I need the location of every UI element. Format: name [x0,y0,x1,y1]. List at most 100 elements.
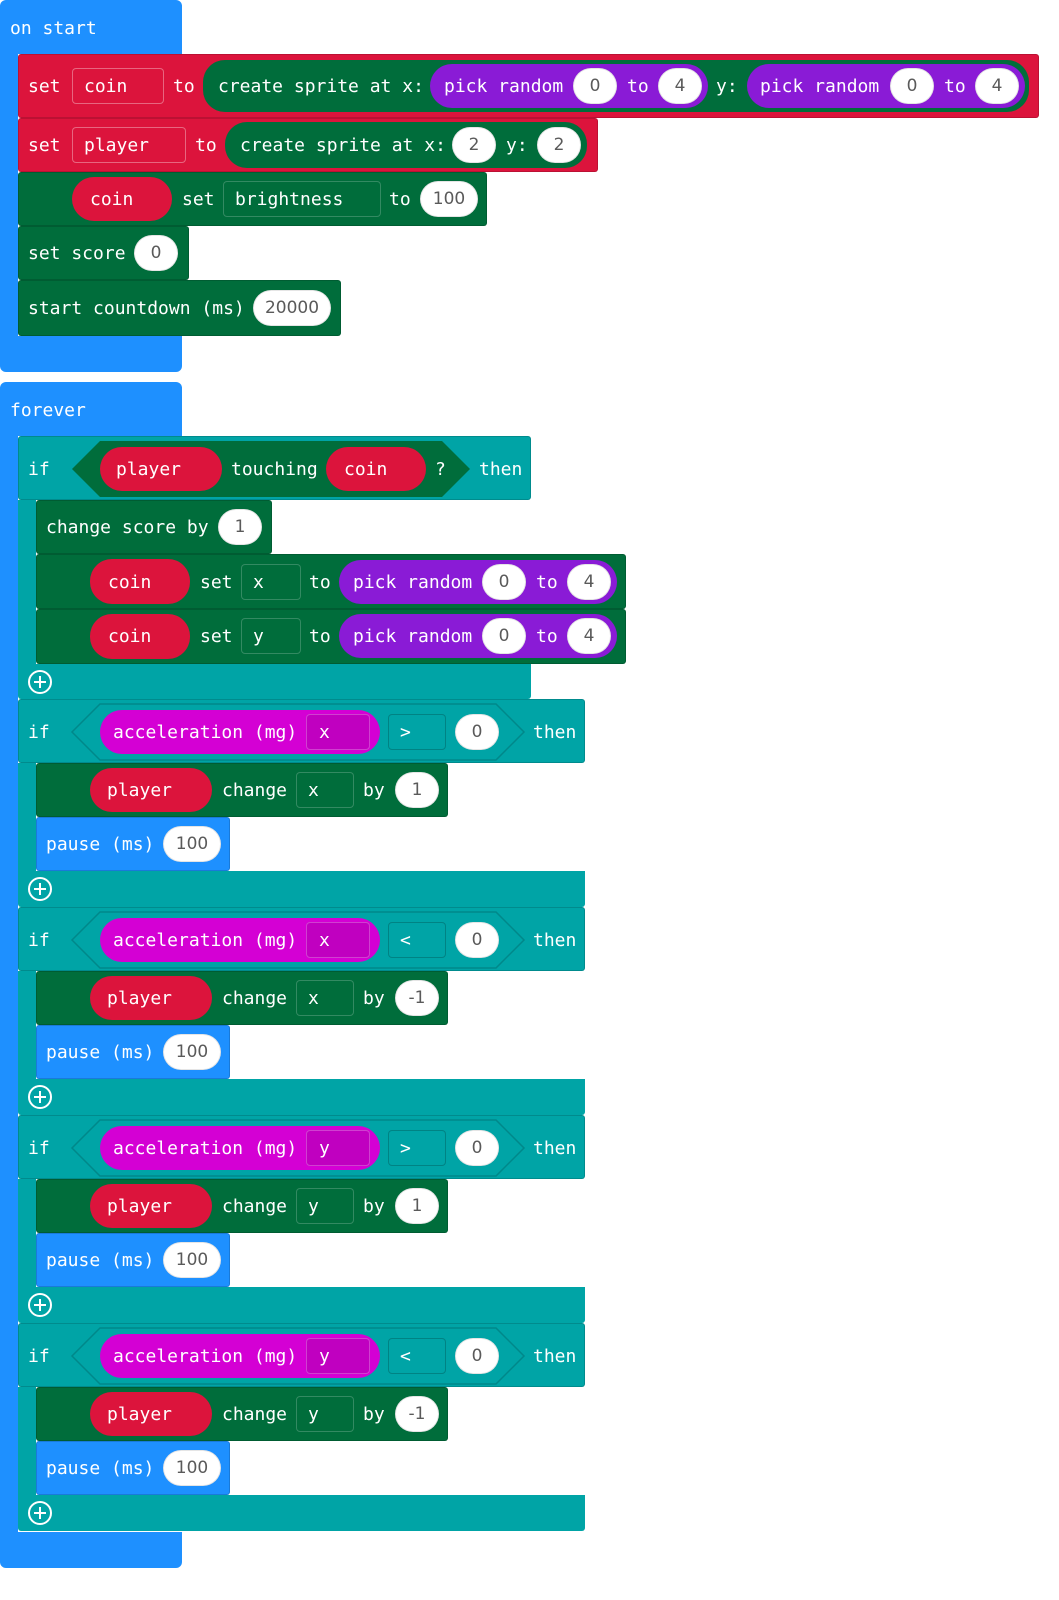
sprite-property-dropdown[interactable] [296,1188,354,1224]
acceleration-axis-dropdown[interactable] [306,1130,370,1166]
sprite-change-by-label: by [363,1404,385,1425]
comparison-operator-dropdown[interactable] [388,922,446,958]
comparison-value-input[interactable]: 0 [455,714,499,750]
sprite-change-by-label: by [363,988,385,1009]
change-delta-input[interactable]: -1 [395,1396,439,1432]
comparison-operator-dropdown[interactable] [388,714,446,750]
pick-random-to-label: to [536,626,558,647]
pick-random-from-input[interactable]: 0 [482,564,526,600]
sprite-property-dropdown[interactable] [296,980,354,1016]
coin-sprite-variable[interactable] [326,447,426,491]
change-delta-input[interactable]: 1 [395,772,439,808]
sprite-property-name: y [308,1196,319,1217]
touching-coin-label: coin [344,459,388,480]
coin-sprite-variable[interactable] [90,559,190,604]
if-acceleration-rail [18,1387,36,1495]
acceleration-axis-dropdown[interactable] [306,714,370,750]
pick-random-y-to-input[interactable]: 4 [975,68,1019,104]
then-label: then [479,459,523,480]
plus-circle-icon[interactable] [28,1501,52,1525]
then-label: then [533,930,577,951]
create-sprite-block-player[interactable] [225,122,587,168]
create-sprite-x-input[interactable]: 2 [452,127,496,163]
start-countdown-label: start countdown (ms) [28,298,245,319]
coin-sprite-variable[interactable] [90,614,190,659]
countdown-value-input[interactable]: 20000 [253,290,331,326]
sprite-property-name: y [308,1404,319,1425]
sprite-property-dropdown[interactable] [296,772,354,808]
comparison-operator: < [400,1346,411,1367]
on-start-block[interactable] [0,0,182,54]
comparison-value-input[interactable]: 0 [455,922,499,958]
pause-value-input[interactable]: 100 [163,1450,221,1486]
touching-player-label: player [116,459,182,480]
plus-circle-icon[interactable] [28,670,52,694]
comparison-operator-dropdown[interactable] [388,1130,446,1166]
pick-random-y-from-input[interactable]: 0 [890,68,934,104]
coin-sprite-variable[interactable] [72,177,172,221]
pick-random-from-input[interactable]: 0 [482,618,526,654]
if-label: if [28,1346,50,1367]
sprite-property-dropdown[interactable] [296,1396,354,1432]
sprite-change-label: change [222,1196,288,1217]
acceleration-label: acceleration (mg) [113,722,298,743]
sprite-change-label: change [222,1404,288,1425]
forever-block[interactable] [0,382,182,436]
pause-value-input[interactable]: 100 [163,1034,221,1070]
if-acceleration-rail [18,763,36,871]
sprite-property-dropdown[interactable] [241,564,301,600]
sprite-change-by-label: by [363,1196,385,1217]
then-label: then [533,1346,577,1367]
player-sprite-variable[interactable] [100,447,222,491]
player-sprite-variable[interactable] [90,976,212,1020]
on-start-body-rail [0,54,18,336]
comparison-operator: > [400,722,411,743]
plus-circle-icon[interactable] [28,1293,52,1317]
comparison-value-input[interactable]: 0 [455,1130,499,1166]
if-label: if [28,1138,50,1159]
touching-question-mark: ? [435,459,446,480]
pick-random-to-input[interactable]: 4 [567,618,611,654]
sprite-property-dropdown[interactable] [241,618,301,654]
player-variable-name: player [84,135,150,156]
sprite-property-name: x [308,988,319,1009]
acceleration-axis-name: y [319,1346,330,1367]
set-player-set-label: set [28,135,61,156]
acceleration-axis-dropdown[interactable] [306,922,370,958]
pause-label: pause (ms) [46,1250,155,1271]
if-acceleration-rail [18,971,36,1079]
change-delta-input[interactable]: -1 [395,980,439,1016]
sprite-set-label: set [182,189,215,210]
plus-circle-icon[interactable] [28,877,52,901]
pause-value-input[interactable]: 100 [163,1242,221,1278]
pick-random-label: pick random [444,76,564,97]
comparison-operator-dropdown[interactable] [388,1338,446,1374]
brightness-value-input[interactable]: 100 [420,181,478,217]
set-score-value-input[interactable]: 0 [134,235,178,271]
create-sprite-y-label: y: [506,135,528,156]
plus-circle-icon[interactable] [28,1085,52,1109]
comparison-operator: < [400,930,411,951]
if-acceleration-rail [18,1179,36,1287]
coin-variable-dropdown[interactable] [72,68,164,104]
acceleration-axis-dropdown[interactable] [306,1338,370,1374]
player-variable-dropdown[interactable] [72,127,186,163]
pick-random-x-from-input[interactable]: 0 [573,68,617,104]
change-delta-input[interactable]: 1 [395,1188,439,1224]
pick-random-to-input[interactable]: 4 [567,564,611,600]
pause-value-input[interactable]: 100 [163,826,221,862]
player-sprite-variable[interactable] [90,1184,212,1228]
pause-label: pause (ms) [46,1458,155,1479]
create-sprite-y-input[interactable]: 2 [537,127,581,163]
player-sprite-variable[interactable] [90,768,212,812]
if-label: if [28,459,50,480]
if-label: if [28,722,50,743]
player-sprite-variable[interactable] [90,1392,212,1436]
comparison-value-input[interactable]: 0 [455,1338,499,1374]
create-sprite-label: create sprite at x: [240,135,446,156]
pick-random-label: pick random [353,572,473,593]
sprite-property-dropdown[interactable] [223,181,381,217]
sprite-property-name: x [253,572,264,593]
pick-random-x-to-input[interactable]: 4 [658,68,702,104]
change-score-value-input[interactable]: 1 [218,509,262,545]
